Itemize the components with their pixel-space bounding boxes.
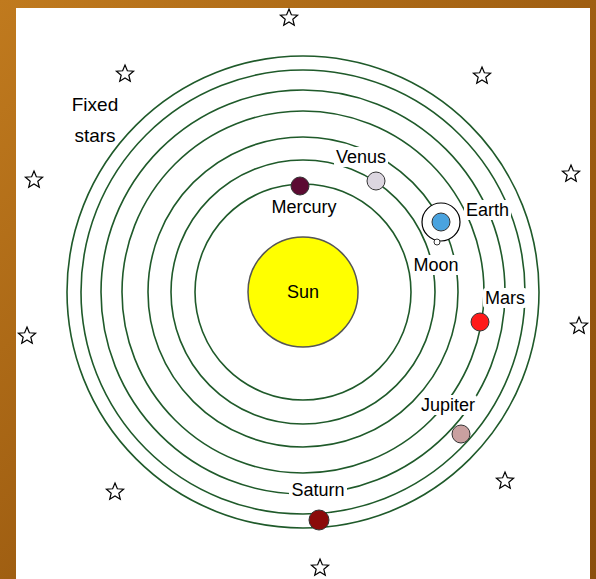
orbit-ring: [195, 184, 411, 400]
planet-label: Moon: [411, 255, 460, 275]
planet-name: Mercury: [269, 197, 338, 217]
planet-name: Mars: [483, 288, 527, 308]
planet-name: Saturn: [289, 480, 346, 500]
orbit-ring: [101, 90, 505, 494]
planet-dot: [432, 213, 450, 231]
planet-dot: [309, 510, 329, 530]
orbit-ring: [122, 111, 484, 473]
planet-label: Mercury: [269, 197, 338, 217]
sun-circle: Sun: [247, 236, 359, 348]
planet-label: Mars: [483, 288, 527, 308]
orbit-ring: [67, 56, 539, 528]
planet-label: Jupiter: [419, 395, 477, 415]
star-symbol: [473, 67, 490, 83]
planet-label: Venus: [334, 147, 388, 167]
planet-dot: [471, 313, 489, 331]
star-symbol: [280, 9, 297, 25]
planet-dot: [291, 177, 309, 195]
planet-dot: [434, 239, 440, 245]
orbit-ring: [81, 70, 525, 514]
planet-label: Earth: [464, 200, 511, 220]
fixed-stars-label: Fixed stars: [62, 89, 128, 151]
star-symbol: [106, 483, 123, 499]
star-symbol: [18, 327, 35, 343]
star-symbol: [116, 65, 133, 81]
sun-disc-shape: [248, 237, 358, 347]
star-symbol: [25, 171, 42, 187]
star-symbol: [496, 472, 513, 488]
planet-name: Jupiter: [419, 395, 477, 415]
moon-orbit: [422, 203, 460, 241]
star-symbol: [562, 165, 579, 181]
orbit-ring: [171, 160, 435, 424]
star-symbol: [311, 559, 328, 575]
orbit-ring: [148, 137, 458, 447]
planet-label: Saturn: [289, 480, 346, 500]
planet-dot: [452, 425, 470, 443]
sun-label: Sun: [285, 282, 321, 302]
planet-name: Moon: [411, 255, 460, 275]
star-symbol: [570, 317, 587, 333]
planet-name: Earth: [464, 200, 511, 220]
planet-dot: [367, 172, 385, 190]
planet-name: Venus: [334, 147, 388, 167]
